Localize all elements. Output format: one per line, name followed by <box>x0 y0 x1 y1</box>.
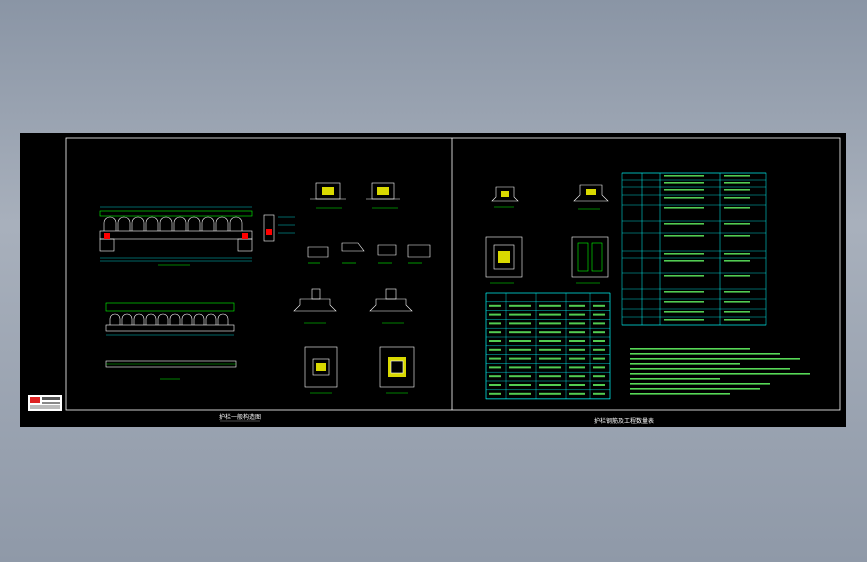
arch-opening <box>181 313 193 325</box>
right-sheet-title: 护栏钢筋及工程数量表 <box>594 417 654 425</box>
elevation-view-arched-parapet <box>99 206 253 266</box>
pile-cap-plan-b <box>379 346 415 394</box>
engineering-quantity-table-grid <box>622 172 766 326</box>
arch-opening <box>215 216 229 231</box>
title-block-stamp <box>28 395 62 411</box>
cad-drawing-sheet[interactable]: 护栏一般构造图 护栏钢筋及工程数量表 <box>20 133 846 427</box>
arch-opening <box>133 313 145 325</box>
arch-opening <box>205 313 217 325</box>
arch-opening <box>121 313 133 325</box>
arch-openings-row-2 <box>109 313 229 325</box>
rebar-quantity-table-grid <box>485 292 611 399</box>
right-detail-2 <box>573 184 609 210</box>
right-detail-1 <box>491 186 519 208</box>
detail-section-1-1 <box>310 182 346 209</box>
design-notes <box>630 348 810 395</box>
plan-view-strip <box>105 360 237 380</box>
arch-opening <box>109 313 121 325</box>
right-plan-2 <box>571 236 609 284</box>
arch-opening <box>229 216 243 231</box>
arch-opening <box>103 216 117 231</box>
end-block-elevation-b <box>369 288 413 324</box>
sheet-frame <box>65 137 841 411</box>
end-block-elevation-a <box>293 288 337 324</box>
arch-opening <box>173 216 187 231</box>
pile-cap-plan-a <box>304 346 338 394</box>
parapet-cross-section <box>263 214 295 242</box>
detail-section-2-2 <box>366 182 400 209</box>
arch-opening <box>159 216 173 231</box>
arch-opening <box>145 313 157 325</box>
arch-opening <box>187 216 201 231</box>
arch-opening <box>201 216 215 231</box>
rebar-detail-sketches <box>307 242 431 264</box>
right-plan-1 <box>485 236 523 284</box>
arch-opening <box>217 313 229 325</box>
arch-opening <box>117 216 131 231</box>
cad-drawing-canvas: 护栏一般构造图 护栏钢筋及工程数量表 <box>28 137 841 425</box>
arch-opening <box>193 313 205 325</box>
left-sheet-title: 护栏一般构造图 <box>219 413 261 421</box>
arch-opening <box>145 216 159 231</box>
arch-openings-row-1 <box>103 216 243 231</box>
arch-opening <box>131 216 145 231</box>
arch-opening <box>169 313 181 325</box>
arch-opening <box>157 313 169 325</box>
